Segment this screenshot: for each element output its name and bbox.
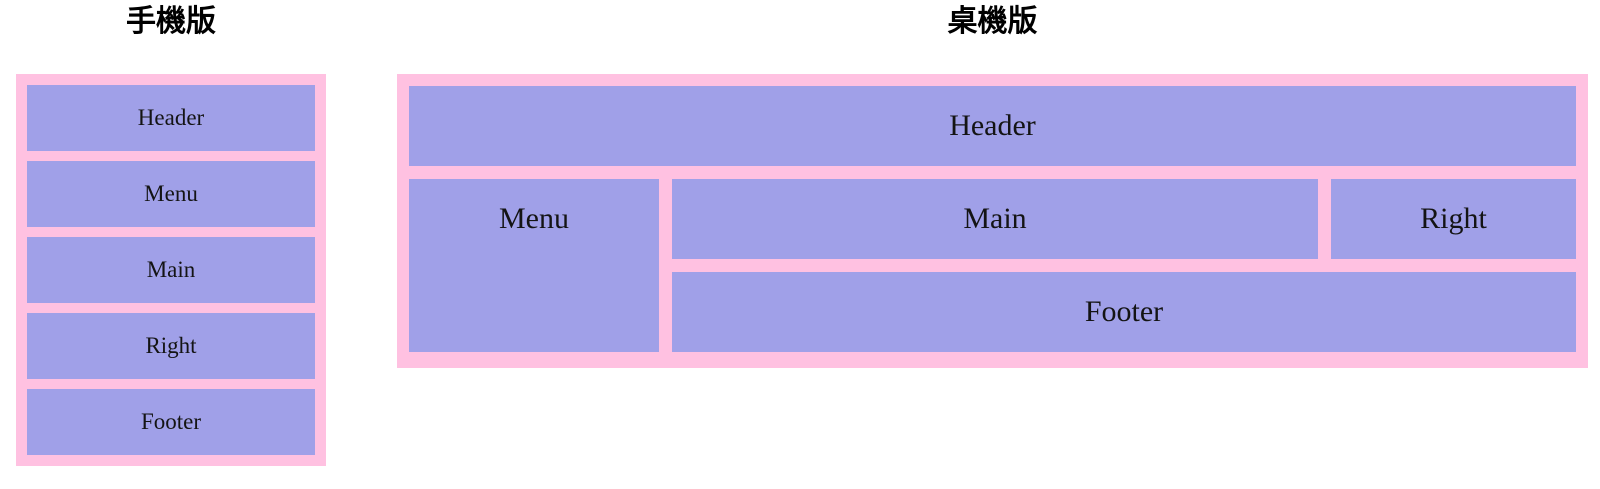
desktop-layout-title: 桌機版 — [947, 4, 1038, 39]
desktop-box-menu: Menu — [409, 179, 659, 352]
mobile-layout-panel: 手機版 Header Menu Main Right Footer — [16, 4, 326, 466]
mobile-box-main: Main — [27, 237, 315, 303]
desktop-box-header: Header — [409, 86, 1576, 166]
mobile-box-right: Right — [27, 313, 315, 379]
mobile-layout-title: 手機版 — [126, 4, 216, 39]
mobile-box-menu: Menu — [27, 161, 315, 227]
desktop-box-right: Right — [1331, 179, 1576, 259]
desktop-box-footer: Footer — [672, 272, 1576, 352]
desktop-box-main: Main — [672, 179, 1318, 259]
desktop-layout-panel: 桌機版 Header Menu Main Right Footer — [397, 4, 1588, 368]
mobile-layout-frame: Header Menu Main Right Footer — [16, 74, 326, 466]
mobile-box-footer: Footer — [27, 389, 315, 455]
mobile-box-header: Header — [27, 85, 315, 151]
desktop-layout-frame: Header Menu Main Right Footer — [397, 74, 1588, 368]
